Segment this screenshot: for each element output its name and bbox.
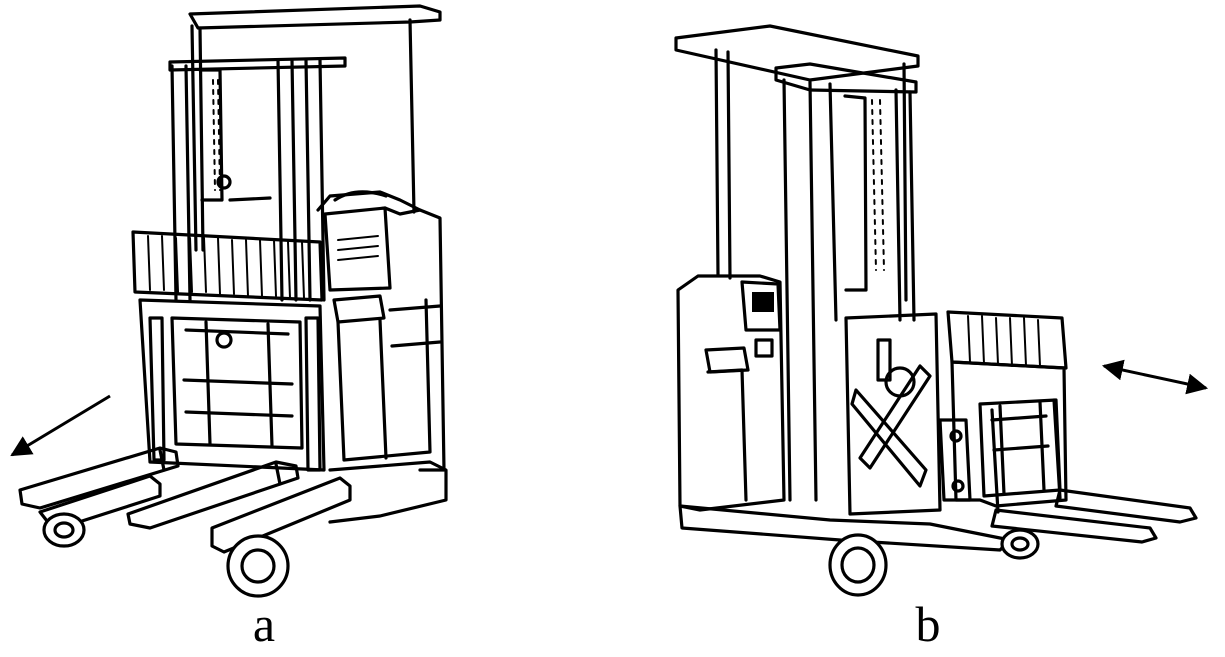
truck-a-overhead-guard [188, 4, 442, 252]
truck-b-mast [774, 62, 918, 502]
truck-b-carriage [946, 310, 1068, 508]
fork-extend-arrow [10, 394, 111, 457]
truck-a-forks [18, 446, 300, 530]
truck-b-illustration [674, 24, 1198, 597]
reach-bidirectional-arrow [1101, 359, 1209, 395]
truck-a-wheel-drive [226, 534, 290, 598]
truck-a-body [316, 190, 448, 524]
truck-b-body [676, 274, 1012, 552]
truck-b-wheel-drive [828, 533, 888, 597]
panel-b-label: b [915, 596, 941, 652]
truck-b-overhead-guard [674, 24, 920, 302]
truck-a-wheel-front [42, 512, 86, 548]
panel-a-label: a [252, 596, 276, 652]
truck-b-pantograph [844, 312, 972, 516]
truck-b-forks [990, 398, 1198, 544]
truck-a-mast [168, 56, 347, 302]
truck-a-carriage [131, 230, 326, 472]
truck-b-wheel-front [1000, 528, 1040, 560]
truck-a-illustration [18, 4, 448, 598]
